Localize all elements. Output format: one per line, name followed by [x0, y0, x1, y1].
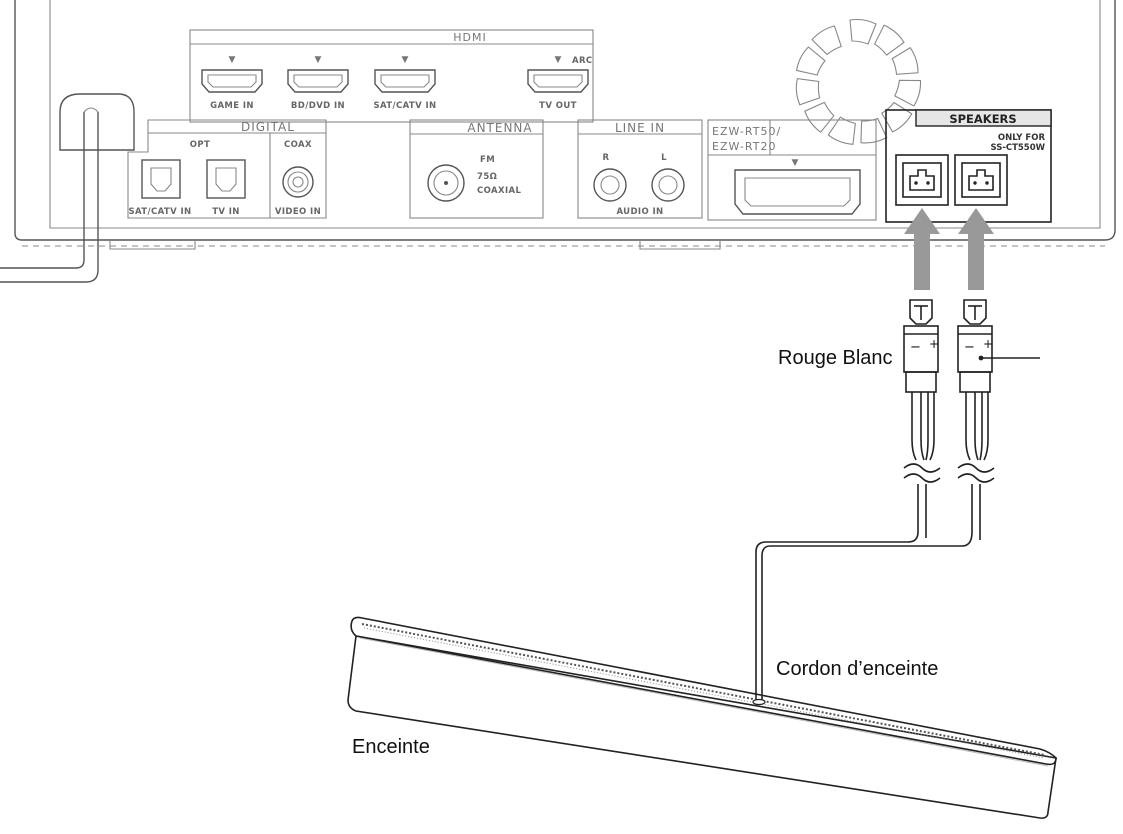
optical-port-sat-catv[interactable]	[141, 159, 181, 199]
plug-plus-mark: +	[929, 337, 939, 351]
soundbar-speaker	[347, 616, 1057, 819]
ohm-label: 75Ω	[477, 172, 497, 182]
fm-antenna-port[interactable]	[427, 164, 465, 202]
audio-in-r-port[interactable]	[593, 168, 627, 202]
hdmi-arrow: ▼	[555, 55, 562, 65]
power-cord	[0, 93, 135, 283]
rouge-blanc-label: Rouge Blanc	[778, 347, 893, 369]
hdmi-arrow: ▼	[315, 55, 322, 65]
audio-in-l-port[interactable]	[651, 168, 685, 202]
hdmi-arrow: ▼	[229, 55, 236, 65]
port-label: GAME IN	[210, 101, 254, 111]
hdmi-header: HDMI	[453, 31, 486, 44]
plug-minus-mark: −	[964, 340, 975, 355]
cord-label: Cordon d’enceinte	[776, 658, 938, 680]
hdmi-port-tv-out[interactable]	[527, 69, 589, 93]
audio-in-label: AUDIO IN	[616, 207, 663, 217]
opt-label: OPT	[190, 140, 210, 150]
digital-header: DIGITAL	[241, 120, 295, 134]
ezw-panel: EZW-RT50/ EZW-RT20 ▼	[707, 119, 877, 221]
plug-minus-mark: −	[910, 340, 921, 355]
plug-plus-mark: +	[983, 337, 993, 351]
speaker-cable	[755, 392, 995, 702]
coaxial-label: COAXIAL	[477, 186, 522, 196]
ezw-label-2: EZW-RT20	[712, 140, 776, 153]
port-label: SAT/CATV IN	[128, 207, 191, 217]
insertion-arrow-right	[958, 208, 994, 290]
port-label: VIDEO IN	[275, 207, 321, 217]
hdmi-port-bd-dvd-in[interactable]	[287, 69, 349, 93]
antenna-panel: ANTENNA FM 75Ω COAXIAL	[409, 119, 544, 219]
speakers-header: SPEAKERS	[949, 112, 1016, 126]
coax-port-video[interactable]	[282, 166, 314, 198]
ezw-label-1: EZW-RT50/	[712, 125, 781, 138]
l-label: L	[661, 153, 667, 163]
speaker-label: Enceinte	[352, 736, 430, 758]
port-label: SAT/CATV IN	[373, 101, 436, 111]
fan-vents	[792, 18, 923, 148]
ezw-arrow: ▼	[792, 158, 799, 168]
r-label: R	[603, 153, 610, 163]
speaker-jack-left[interactable]	[895, 154, 949, 206]
speakers-panel: SPEAKERS ONLY FOR SS-CT550W	[885, 109, 1052, 223]
speaker-jack-right[interactable]	[954, 154, 1008, 206]
receiver-unit: HDMI ▼ ▼ ▼ ▼ ARC GAME IN	[0, 0, 1116, 283]
speakers-note-2: SS-CT550W	[990, 143, 1045, 153]
hdmi-arrow: ▼	[402, 55, 409, 65]
port-label: TV IN	[212, 207, 240, 217]
arc-label: ARC	[572, 56, 593, 66]
speaker-plug-left	[903, 299, 939, 393]
ezw-slot[interactable]	[734, 169, 861, 215]
fm-label: FM	[480, 155, 495, 165]
optical-port-tv[interactable]	[206, 159, 246, 199]
speakers-note-1: ONLY FOR	[998, 133, 1046, 143]
coax-label: COAX	[284, 140, 312, 150]
hdmi-port-game-in[interactable]	[201, 69, 263, 93]
line-in-panel: LINE IN R L AUDIO IN	[577, 119, 703, 219]
insertion-arrow-left	[904, 208, 940, 290]
antenna-header: ANTENNA	[467, 121, 532, 135]
port-label: BD/DVD IN	[291, 101, 345, 111]
line-in-header: LINE IN	[615, 121, 665, 135]
digital-panel: DIGITAL OPT COAX SAT/CATV IN TV IN VIDEO…	[127, 119, 327, 219]
hdmi-panel: HDMI ▼ ▼ ▼ ▼ ARC GAME IN	[189, 29, 594, 123]
port-label: TV OUT	[539, 101, 577, 111]
hdmi-port-sat-catv-in[interactable]	[374, 69, 436, 93]
